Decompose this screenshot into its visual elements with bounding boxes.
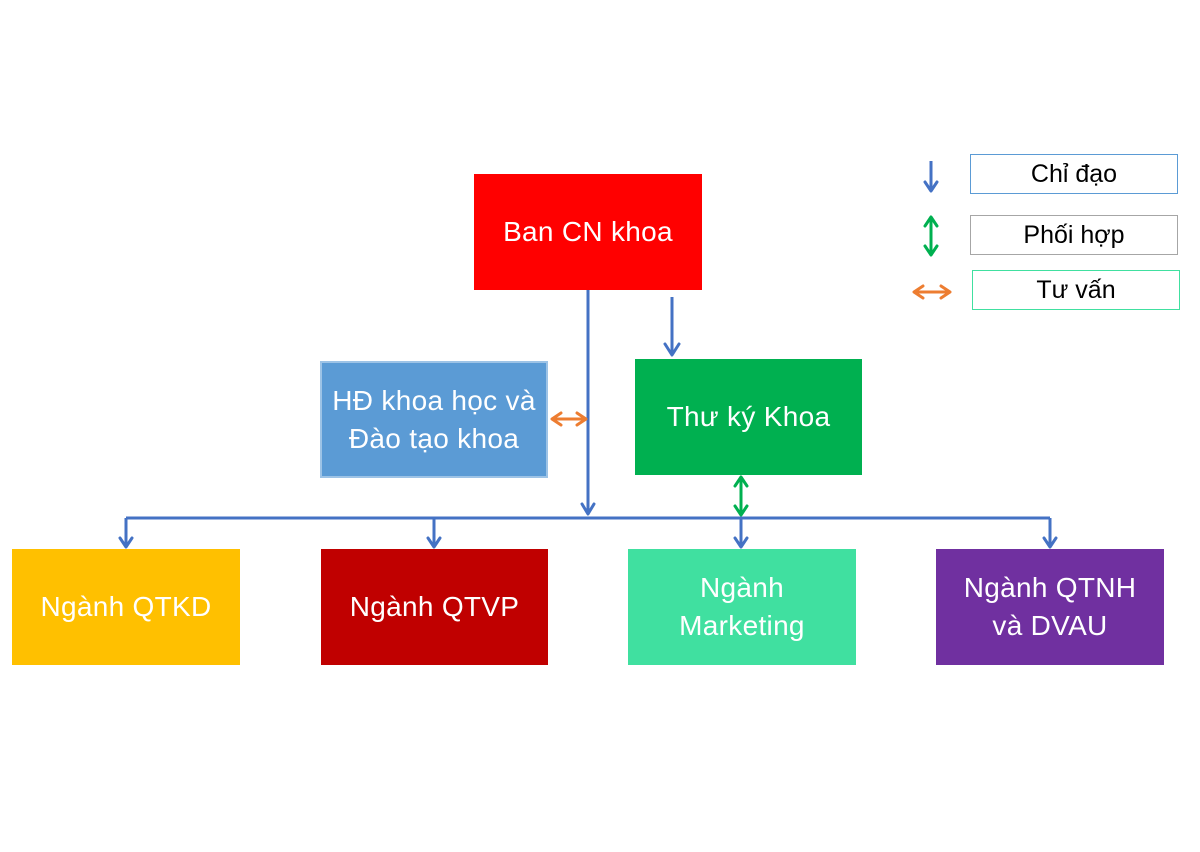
dept-qtnh-node: Ngành QTNH và DVAU [936, 549, 1164, 665]
legend-direct-arrowhead [923, 180, 939, 193]
legend-direct-label: Chỉ đạo [1030, 159, 1118, 188]
drop-marketing-arrowhead [733, 536, 749, 549]
legend-coordinate-label: Phối hợp [1023, 220, 1125, 249]
advise-arrowhead-left [550, 411, 563, 427]
council-node-label-line1: HĐ khoa học và [332, 384, 536, 416]
legend-coordinate-arrowhead-bottom [923, 244, 939, 257]
dept-qtvp-label: Ngành QTVP [349, 591, 520, 622]
dept-marketing-label-line2: Marketing [679, 610, 805, 641]
dept-marketing-node: Ngành Marketing [628, 549, 856, 665]
dept-qtkd-label: Ngành QTKD [40, 591, 212, 622]
dept-qtkd-node: Ngành QTKD [12, 549, 240, 665]
drop-qtnh-arrowhead [1042, 536, 1058, 549]
dept-qtvp-node: Ngành QTVP [321, 549, 548, 665]
head-to-bus-arrowhead [580, 502, 596, 516]
legend-advise-arrowhead-right [939, 284, 952, 300]
secretary-node: Thư ký Khoa [635, 359, 862, 475]
head-node: Ban CN khoa [474, 174, 702, 290]
dept-qtnh-label-line2: và DVAU [992, 610, 1108, 641]
head-node-label: Ban CN khoa [503, 216, 673, 247]
drop-qtkd-arrowhead [118, 536, 134, 549]
legend-advise-label: Tư vấn [1036, 275, 1116, 304]
legend-advise-arrowhead-left [912, 284, 925, 300]
council-node-label-line2: Đào tạo khoa [348, 422, 520, 454]
legend-coordinate-arrowhead-top [923, 215, 939, 228]
dept-marketing-label-line1: Ngành [699, 572, 784, 603]
advise-arrowhead-right [575, 411, 588, 427]
legend-direct-box: Chỉ đạo [970, 154, 1178, 194]
head-to-secretary-arrowhead [663, 342, 681, 357]
legend-advise-box: Tư vấn [972, 270, 1180, 310]
council-node: HĐ khoa học và Đào tạo khoa [320, 361, 548, 478]
secretary-node-label: Thư ký Khoa [666, 401, 831, 432]
coordinate-arrowhead-top [733, 475, 749, 488]
legend-coordinate-box: Phối hợp [970, 215, 1178, 255]
coordinate-arrowhead-bottom [733, 504, 749, 517]
dept-qtnh-label-line1: Ngành QTNH [963, 572, 1137, 603]
drop-qtvp-arrowhead [426, 536, 442, 549]
